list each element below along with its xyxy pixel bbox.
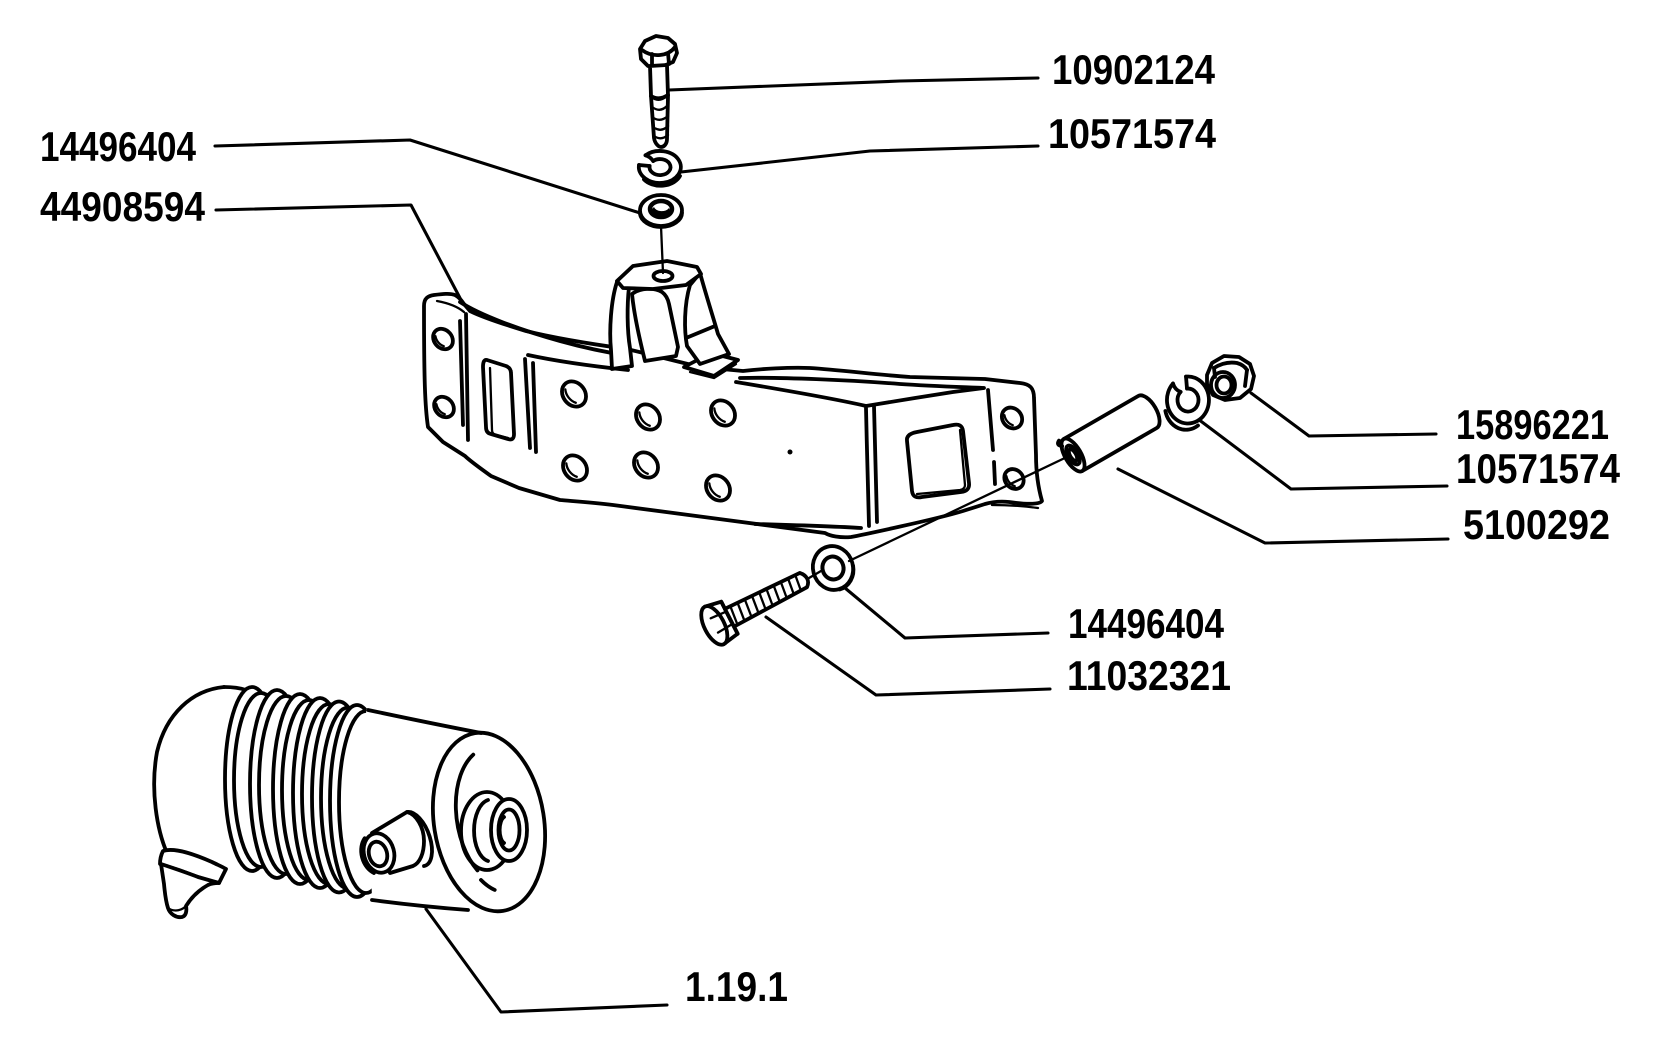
- svg-text:1.19.1: 1.19.1: [685, 963, 788, 1010]
- svg-text:5100292: 5100292: [1463, 501, 1610, 548]
- svg-text:10571574: 10571574: [1048, 110, 1217, 157]
- svg-text:44908594: 44908594: [40, 183, 206, 230]
- svg-text:11032321: 11032321: [1067, 652, 1231, 699]
- svg-text:10902124: 10902124: [1052, 46, 1216, 93]
- svg-text:15896221: 15896221: [1456, 401, 1609, 448]
- svg-text:14496404: 14496404: [40, 123, 197, 170]
- svg-text:10571574: 10571574: [1456, 445, 1621, 492]
- svg-text:14496404: 14496404: [1068, 600, 1225, 647]
